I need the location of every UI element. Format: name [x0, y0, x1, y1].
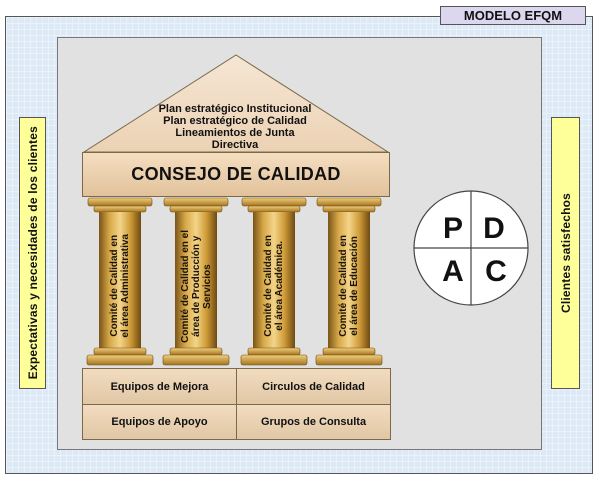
column-3: [240, 197, 308, 366]
roof-line: Plan estratégico Institucional: [158, 103, 312, 115]
left-expectations-bar: Expectativas y necesidades de los client…: [19, 117, 46, 389]
roof-line: Plan estratégico de Calidad: [163, 115, 307, 127]
model-label: MODELO EFQM: [440, 6, 586, 25]
roof-text: Plan estratégico Institucional Plan estr…: [150, 103, 320, 151]
roof-line: Lineamientos de Junta: [175, 127, 295, 139]
roof-line: Directiva: [211, 139, 259, 151]
pdca-c-letter: C: [485, 255, 507, 288]
pdca-p-letter: P: [442, 212, 463, 245]
column-4: [315, 197, 383, 366]
council-beam: CONSEJO DE CALIDAD: [82, 152, 390, 197]
column-2: [162, 197, 230, 366]
pdca-d-letter: D: [483, 212, 505, 245]
base-cell-grupos-consulta: Grupos de Consulta: [236, 404, 391, 440]
column-1: [86, 197, 154, 366]
base-cell-equipos-apoyo: Equipos de Apoyo: [82, 404, 237, 440]
pdca-a-letter: A: [442, 255, 464, 288]
right-satisfied-bar: Clientes satisfechos: [551, 117, 580, 389]
